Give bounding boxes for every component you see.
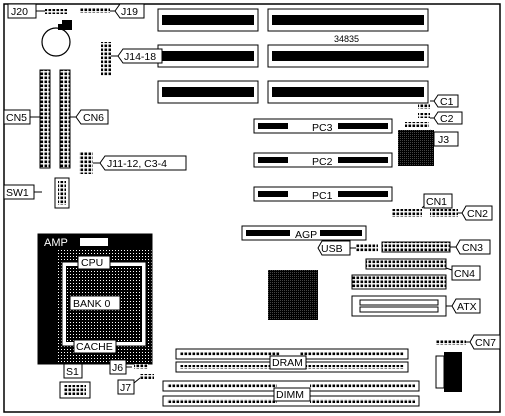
svg-text:CACHE: CACHE	[76, 341, 113, 353]
j19-jumper: J19	[80, 3, 145, 19]
dimm-slots: DIMM	[162, 380, 420, 407]
cn3-connector: CN3	[381, 239, 491, 255]
svg-text:CN1: CN1	[426, 196, 447, 208]
pc2-slot: PC2	[253, 152, 393, 168]
northbridge-chip-icon	[268, 270, 318, 320]
c1-jumper: C1	[418, 94, 459, 109]
agp-slot: AGP	[241, 225, 367, 241]
cn1-connector: CN1	[392, 193, 453, 217]
svg-text:C2: C2	[440, 113, 454, 125]
svg-text:CPU: CPU	[81, 257, 103, 269]
svg-text:PC1: PC1	[312, 190, 333, 202]
svg-text:BANK 0: BANK 0	[73, 298, 111, 310]
cn2-connector: CN2	[430, 205, 493, 221]
cn6-connector: CN6	[59, 69, 109, 169]
svg-text:PC2: PC2	[312, 156, 333, 168]
svg-text:C1: C1	[440, 96, 454, 108]
svg-text:J11-12, C3-4: J11-12, C3-4	[107, 158, 167, 170]
j14-18-jumpers: J14-18	[101, 42, 163, 76]
sw1-switch: SW1	[3, 177, 70, 209]
svg-text:CN3: CN3	[462, 242, 483, 254]
svg-text:PC3: PC3	[312, 122, 333, 134]
isa-slots	[157, 8, 429, 104]
svg-text:ATX: ATX	[457, 301, 477, 313]
cn5-connector: CN5	[3, 69, 51, 169]
svg-text:CN5: CN5	[6, 112, 27, 124]
svg-text:AMP: AMP	[44, 237, 68, 249]
svg-text:J19: J19	[121, 6, 138, 18]
svg-text:CN4: CN4	[454, 268, 475, 280]
s1-switch: S1	[59, 363, 91, 399]
svg-text:J7: J7	[120, 382, 131, 394]
j6-jumper: J6	[109, 359, 148, 375]
chipset-icon	[398, 130, 434, 166]
svg-text:DIMM: DIMM	[276, 389, 304, 401]
pc1-slot: PC1	[253, 186, 393, 202]
svg-text:CN6: CN6	[83, 112, 104, 124]
j7-jumper: J7	[117, 374, 154, 395]
j20-jumper: J20	[7, 3, 67, 19]
pc3-slot: PC3	[253, 118, 393, 134]
usb-connector: USB	[317, 240, 378, 256]
svg-text:J6: J6	[112, 362, 123, 374]
svg-text:SW1: SW1	[6, 187, 29, 199]
dram-slots: DRAM	[175, 348, 409, 373]
cn4-connector: CN4	[365, 258, 481, 281]
j11-12-jumpers: J11-12, C3-4	[79, 152, 187, 174]
svg-text:J20: J20	[11, 6, 28, 18]
svg-text:CN7: CN7	[475, 337, 496, 349]
battery-icon	[41, 20, 72, 57]
svg-text:J14-18: J14-18	[124, 51, 156, 63]
atx-power-connector: ATX	[351, 274, 481, 317]
c2-jumper: C2	[418, 111, 463, 125]
svg-text:USB: USB	[321, 243, 343, 255]
svg-text:S1: S1	[66, 366, 79, 378]
svg-text:J3: J3	[438, 134, 449, 146]
cpu-socket: AMP CPU BANK 0 CACHE	[37, 233, 153, 365]
svg-text:DRAM: DRAM	[272, 357, 303, 369]
svg-text:AGP: AGP	[295, 229, 317, 241]
cn7-connector: CN7	[435, 334, 501, 392]
board-id-number: 34835	[334, 34, 359, 44]
svg-text:CN2: CN2	[467, 208, 488, 220]
